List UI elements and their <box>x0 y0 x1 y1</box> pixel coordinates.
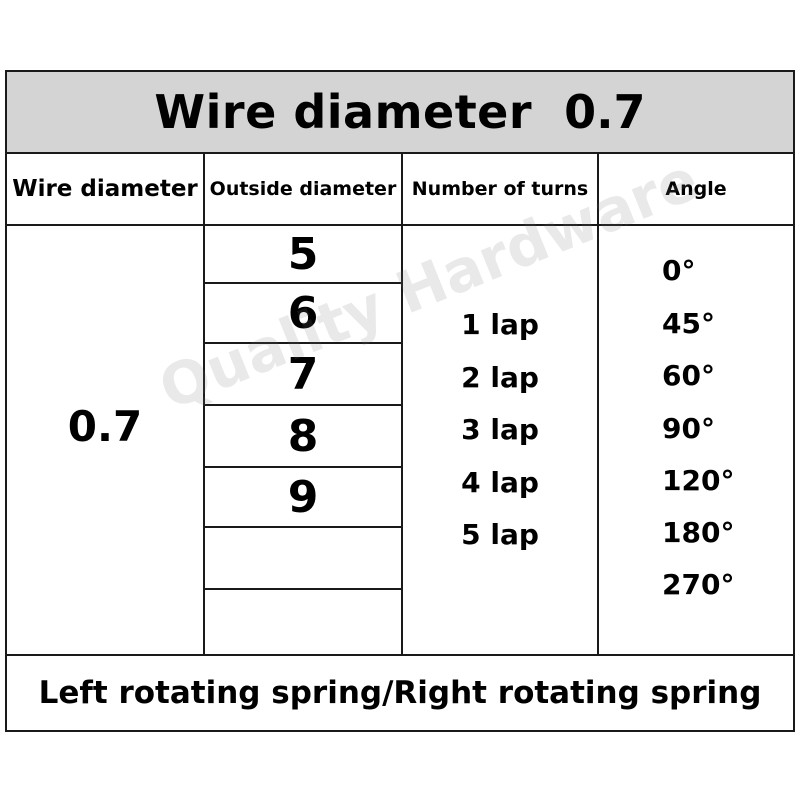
column-divider <box>597 154 599 656</box>
header-number-of-turns: Number of turns <box>411 178 589 200</box>
outside-diameter-cell: 8 <box>287 410 319 462</box>
title-value: 0.7 <box>564 85 646 139</box>
turns-item: 1 lap <box>461 308 539 341</box>
turns-item: 5 lap <box>461 518 539 551</box>
row-divider <box>203 282 403 284</box>
title-bar: Wire diameter 0.7 <box>7 72 793 154</box>
angle-item: 90° <box>662 412 715 445</box>
row-divider <box>203 404 403 406</box>
outside-diameter-cell: 7 <box>287 348 319 400</box>
outside-diameter-cell <box>205 528 401 588</box>
turns-item: 2 lap <box>461 361 539 394</box>
row-divider <box>203 588 403 590</box>
title-label: Wire diameter <box>154 85 533 139</box>
angle-item: 60° <box>662 359 715 392</box>
header-wire-diameter: Wire diameter <box>12 176 198 202</box>
angle-item: 45° <box>662 307 715 340</box>
header-divider <box>7 224 793 226</box>
angle-item: 120° <box>662 464 735 497</box>
footer-note: Left rotating spring/Right rotating spri… <box>38 675 762 711</box>
outside-diameter-cell: 6 <box>287 287 319 339</box>
outside-diameter-cell: 5 <box>287 228 319 280</box>
outside-diameter-cell <box>205 590 401 654</box>
header-outside-diameter: Outside diameter <box>209 178 397 200</box>
angle-item: 0° <box>662 254 696 287</box>
turns-item: 4 lap <box>461 466 539 499</box>
footer-divider <box>7 654 793 656</box>
spec-table: Wire diameter 0.7 Wire diameter Outside … <box>5 70 795 732</box>
row-divider <box>203 526 403 528</box>
row-divider <box>203 466 403 468</box>
angle-item: 270° <box>662 568 735 601</box>
row-divider <box>203 342 403 344</box>
angle-item: 180° <box>662 516 735 549</box>
wire-diameter-value: 0.7 <box>67 402 143 451</box>
outside-diameter-cell: 9 <box>287 471 319 523</box>
header-angle: Angle <box>665 178 727 200</box>
turns-item: 3 lap <box>461 413 539 446</box>
